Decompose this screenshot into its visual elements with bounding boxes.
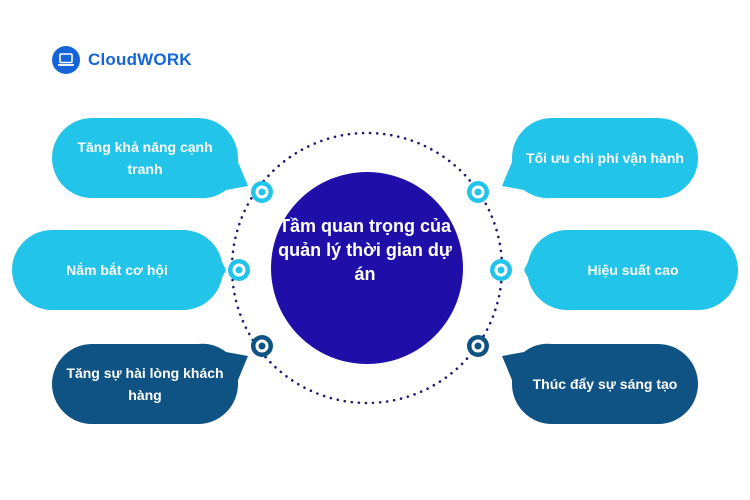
center-circle [271, 172, 463, 364]
bubble-shape-3 [52, 343, 248, 424]
brand-name: CloudWORK [88, 50, 192, 69]
brand-logo: CloudWORK [52, 45, 192, 75]
bubble-label-2: Nắm bắt cơ hội [66, 262, 168, 278]
center-title: Tầm quan trọng của quản lý thời gian dự … [278, 216, 452, 284]
node-5 [490, 259, 512, 281]
bubble-label-3: Tăng sự hài lòng khách hàng [66, 365, 224, 403]
node-3 [251, 335, 273, 357]
bubble-label-5: Hiệu suất cao [587, 262, 679, 278]
node-1 [251, 181, 273, 203]
bubble-label-1: Tăng khả năng cạnh tranh [77, 139, 213, 177]
bubble-shape-1 [52, 118, 248, 199]
node-2 [228, 259, 250, 281]
bubble-label-4: Tối ưu chi phí vận hành [526, 150, 684, 166]
node-4 [467, 181, 489, 203]
bubble-shape-6 [502, 343, 698, 424]
node-6 [467, 335, 489, 357]
bubble-label-6: Thúc đẩy sự sáng tạo [532, 376, 678, 392]
bubble-shape-5 [524, 229, 738, 311]
bubble-shape-2 [12, 229, 226, 311]
bubble-shape-4 [502, 118, 698, 199]
laptop-icon [52, 46, 80, 74]
